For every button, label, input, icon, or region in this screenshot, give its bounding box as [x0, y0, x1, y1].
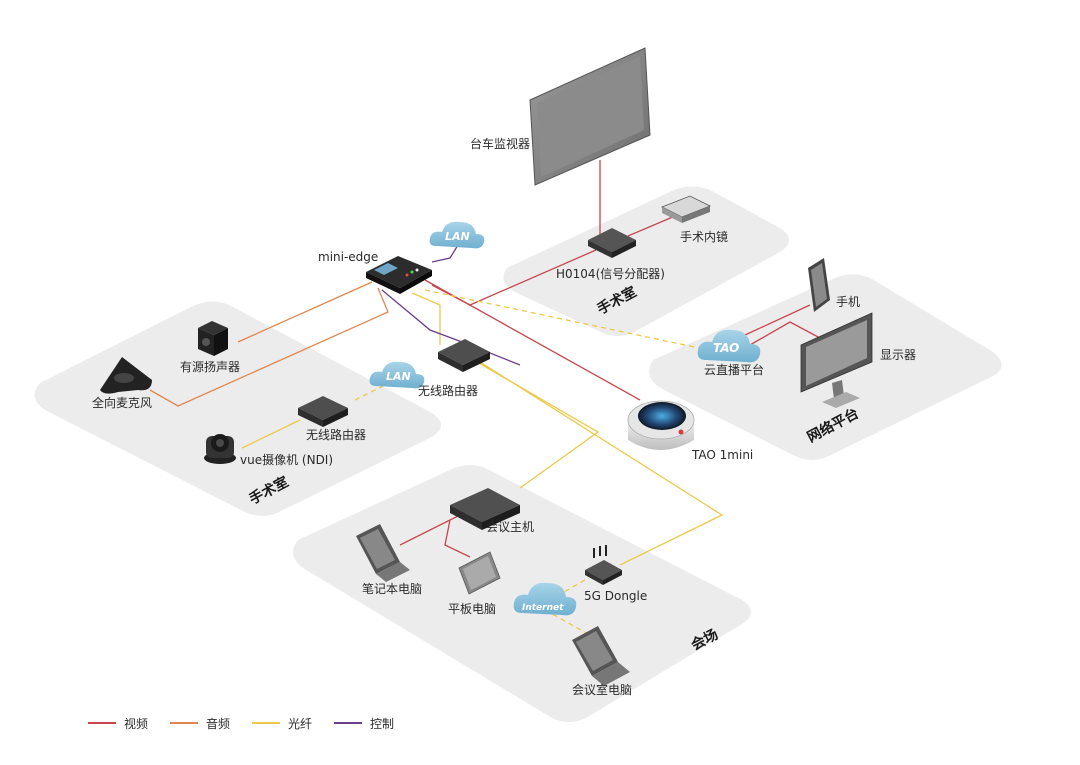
trolley-monitor-icon	[529, 47, 651, 186]
meeting-room-pc-icon	[572, 626, 630, 686]
fiber-line-router-dongle	[479, 361, 724, 566]
zone-venue-bg	[293, 465, 751, 722]
active-speaker-label: 有源扬声器	[180, 360, 241, 374]
fiber-line-dongle-internet	[549, 579, 586, 601]
zone-or-left-bg	[34, 301, 441, 516]
video-line-host-tablet	[444, 519, 471, 558]
phone-icon	[808, 258, 830, 312]
audio-line-edge-mic	[149, 287, 389, 407]
video-line-edge-tao	[424, 279, 641, 401]
tao-1mini-label: TAO 1mini	[692, 448, 754, 462]
meeting-room-pc-label: 会议室电脑	[572, 683, 633, 697]
tao-cloud-icon	[697, 329, 761, 363]
omni-mic-icon	[100, 357, 152, 394]
legend-label-video: 视频	[124, 716, 149, 731]
legend-item-audio: 音频	[170, 715, 230, 732]
splitter-icon	[588, 228, 636, 258]
omni-mic-label: 全向麦克风	[92, 396, 153, 410]
legend-label-control: 控制	[370, 716, 395, 731]
legend: 视频 音频 光纤 控制	[88, 713, 416, 733]
vue-camera-icon	[204, 434, 236, 464]
audio-line-edge-speaker	[237, 281, 373, 343]
router-left-label: 无线路由器	[306, 428, 367, 442]
phone-label: 手机	[836, 295, 861, 309]
router-center-icon	[438, 339, 490, 372]
lan-cloud-mid-icon	[369, 361, 425, 389]
cloud-platform-label: 云直播平台	[704, 363, 765, 377]
router-center-label: 无线路由器	[418, 384, 479, 398]
fiber-line-router-camera	[241, 419, 301, 449]
laptop-label: 笔记本电脑	[362, 582, 423, 596]
tao-1mini-icon	[627, 400, 695, 450]
meeting-host-icon	[450, 488, 520, 530]
router-left-icon	[298, 396, 348, 427]
endoscope-label: 手术内镜	[680, 230, 729, 244]
tablet-icon	[458, 551, 501, 595]
meeting-host-label: 会议主机	[486, 520, 535, 534]
internet-text: Internet	[522, 603, 564, 613]
legend-swatch-control	[334, 722, 363, 724]
dongle-label: 5G Dongle	[584, 589, 648, 603]
legend-swatch-fiber	[252, 722, 281, 724]
legend-swatch-video	[88, 722, 116, 724]
fiber-line-edge-router	[411, 292, 441, 345]
vue-camera-label: vue摄像机 (NDI)	[240, 453, 334, 467]
legend-label-fiber: 光纤	[288, 716, 313, 731]
active-speaker-icon	[198, 321, 228, 356]
mini-edge-label: mini-edge	[318, 250, 379, 264]
laptop-icon	[356, 524, 410, 582]
legend-label-audio: 音频	[206, 716, 231, 731]
legend-item-fiber: 光纤	[252, 715, 312, 732]
dongle-5g-icon	[585, 545, 622, 585]
legend-item-video: 视频	[88, 715, 148, 732]
legend-swatch-audio	[170, 722, 199, 724]
lan-mid-text: LAN	[386, 370, 411, 383]
control-line-edge-host	[381, 289, 521, 366]
mini-edge-icon	[366, 256, 432, 294]
trolley-monitor-label: 台车监视器	[470, 137, 531, 151]
internet-cloud-icon	[513, 582, 577, 616]
endoscope-icon	[661, 195, 711, 223]
video-line-tao-phone	[744, 304, 811, 336]
lan-top-text: LAN	[445, 230, 470, 243]
fiber-line-router-host	[464, 354, 600, 489]
fiber-line-edge-cloud	[424, 289, 719, 353]
zone-or-right-bg	[503, 186, 789, 337]
video-line-tao-display	[749, 321, 821, 346]
splitter-label: H0104(信号分配器)	[556, 267, 665, 281]
lan-cloud-top-icon	[429, 221, 485, 249]
legend-item-control: 控制	[334, 715, 394, 732]
tablet-label: 平板电脑	[448, 602, 497, 616]
display-icon	[800, 312, 873, 408]
control-line-edge-lan	[431, 244, 459, 263]
tao-cloud-text: TAO	[713, 341, 739, 355]
video-line-splitter-endoscope	[627, 215, 676, 237]
display-label: 显示器	[880, 348, 917, 362]
